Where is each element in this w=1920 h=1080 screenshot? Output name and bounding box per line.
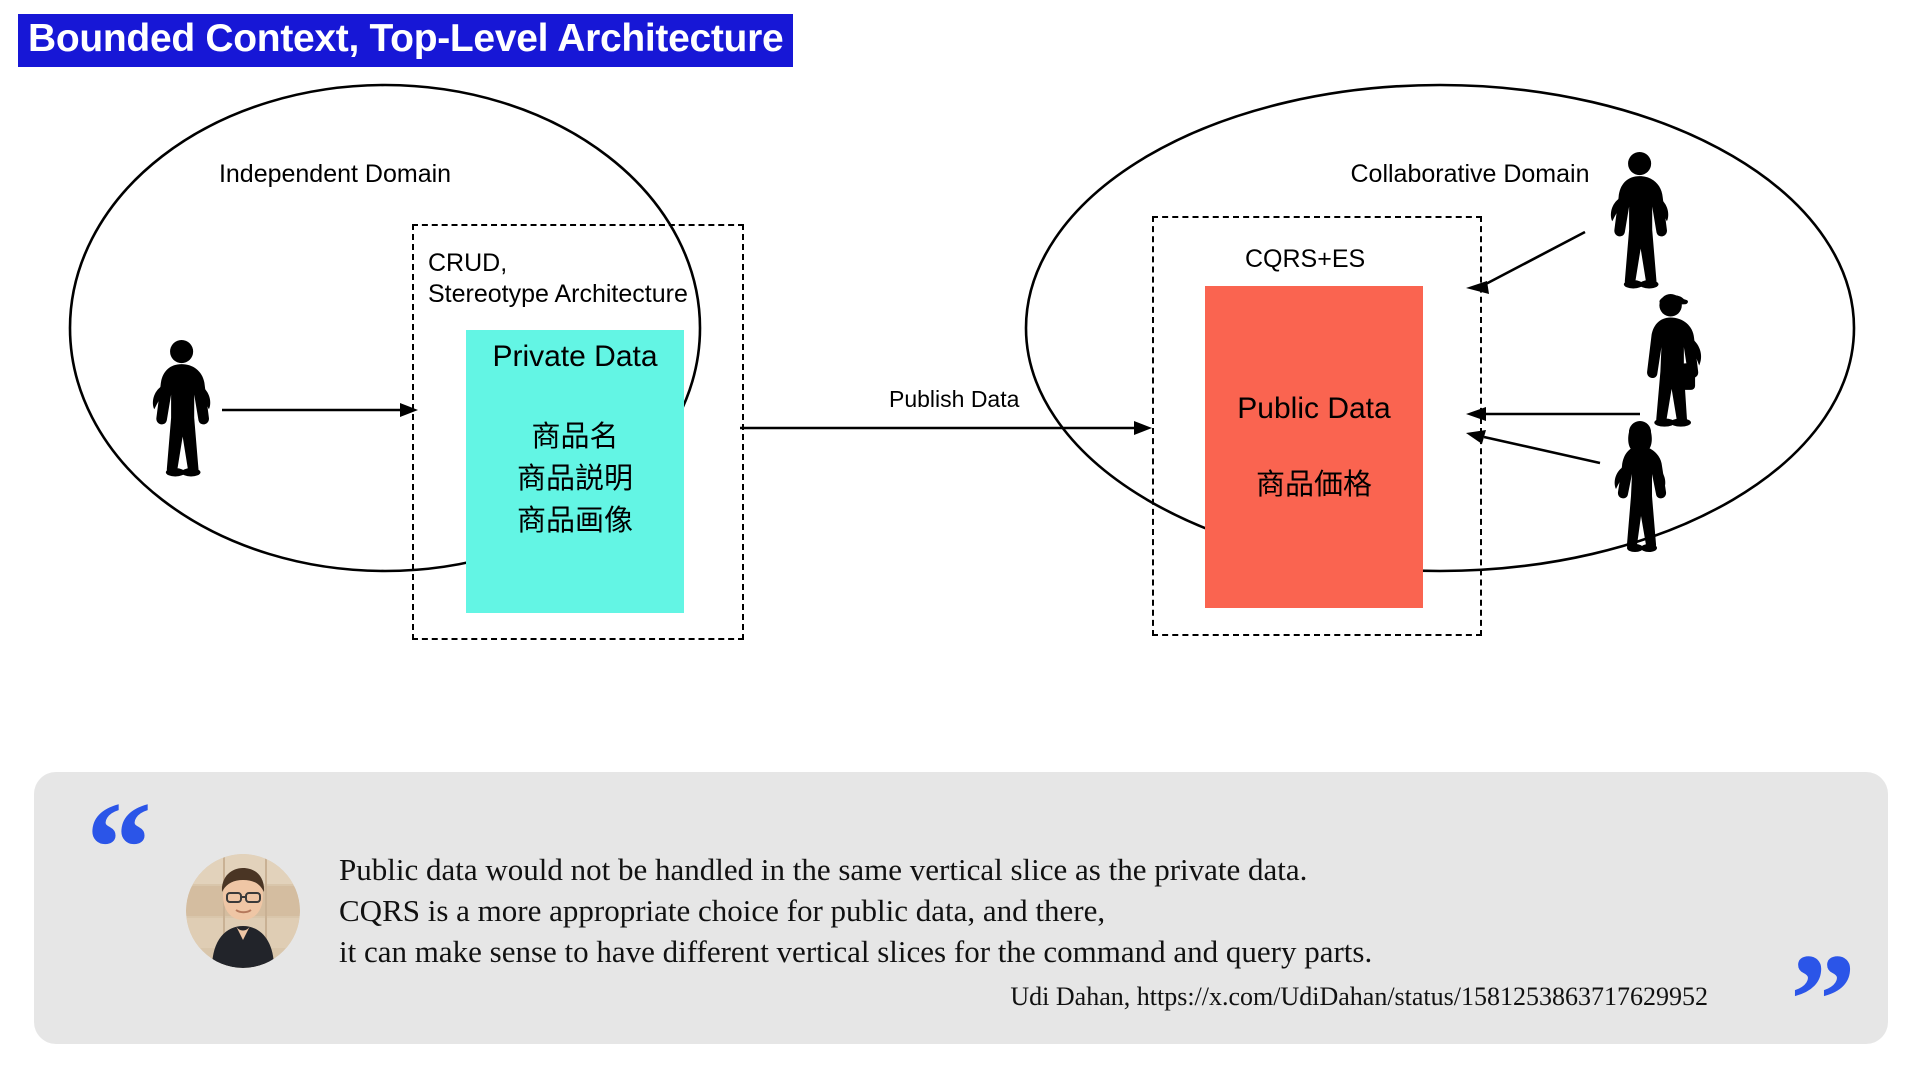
public-data-title: Public Data	[1237, 392, 1391, 425]
architecture-diagram: Independent Domain CRUD, Stereotype Arch…	[68, 83, 1856, 640]
person-silhouette-right-middle	[1647, 294, 1702, 427]
collaborative-domain-label: Collaborative Domain	[1350, 160, 1590, 188]
right-actor-arrow-bottom	[1466, 430, 1601, 465]
public-data-fields: 商品価格	[1255, 469, 1372, 501]
quote-panel: “ Public data wou	[34, 772, 1888, 1066]
quote-attribution: Udi Dahan, https://x.com/UdiDahan/status…	[1010, 982, 1708, 1011]
independent-domain-ellipse	[68, 83, 702, 573]
person-silhouette-left	[152, 340, 211, 477]
crud-stereotype-caption: CRUD, Stereotype Architecture	[428, 249, 688, 308]
person-silhouette-right-top	[1610, 152, 1669, 289]
diagram-vector-layer	[68, 83, 1856, 573]
independent-domain-label: Independent Domain	[218, 160, 452, 188]
quote-close-mark-icon: ”	[1790, 926, 1856, 1073]
private-data-title: Private Data	[492, 340, 658, 373]
avatar-portrait-icon	[186, 854, 300, 968]
right-actor-arrow-top	[1466, 230, 1586, 294]
page-title: Bounded Context, Top-Level Architecture	[18, 14, 794, 67]
quote-open-mark-icon: “	[86, 774, 152, 921]
collaborative-domain-ellipse	[1024, 83, 1856, 573]
crud-stereotype-dashed-box	[412, 224, 744, 640]
left-actor-arrow	[222, 403, 418, 417]
cqrs-es-dashed-box	[1152, 216, 1482, 636]
private-data-card: Private Data 商品名 商品説明 商品画像	[466, 330, 684, 613]
private-data-fields: 商品名 商品説明 商品画像	[516, 421, 633, 538]
person-silhouette-right-bottom	[1614, 421, 1667, 552]
avatar	[186, 854, 300, 968]
right-actor-arrow-middle	[1466, 407, 1640, 421]
quote-text: Public data would not be handled in the …	[339, 852, 1373, 969]
publish-data-label: Publish Data	[885, 386, 1024, 413]
cqrs-es-caption: CQRS+ES	[1245, 245, 1366, 273]
public-data-card: Public Data 商品価格	[1205, 286, 1423, 608]
publish-data-arrow	[740, 421, 1152, 435]
